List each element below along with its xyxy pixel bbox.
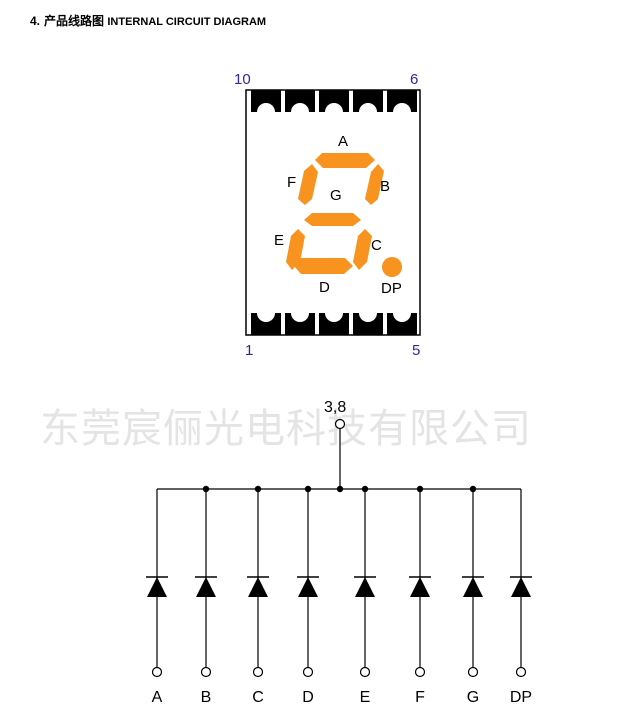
- package-pins-bottom: [251, 304, 417, 335]
- diode-b: [196, 577, 216, 597]
- diode-g: [463, 577, 483, 597]
- package-pin-top-5: [387, 90, 417, 121]
- bus-junction-d: [304, 485, 312, 493]
- terminal-d: [302, 666, 314, 678]
- diode-branch-e: E: [354, 485, 376, 706]
- pin-label-g: G: [467, 689, 479, 706]
- bus-junction-b: [202, 485, 210, 493]
- segment-a: [315, 153, 375, 168]
- segment-label-a: A: [338, 133, 348, 150]
- diode-dp: [511, 577, 531, 597]
- segment-d: [294, 258, 353, 274]
- diode-branches: A B C D E F G DP: [146, 485, 532, 706]
- common-junction: [336, 485, 344, 493]
- bus-junction-g: [469, 485, 477, 493]
- terminal-g: [467, 666, 479, 678]
- bus-junction-c: [254, 485, 262, 493]
- diode-branch-f: F: [409, 485, 431, 706]
- pin-label-1: 1: [245, 342, 253, 359]
- package-pin-top-4: [353, 90, 383, 121]
- terminal-c: [252, 666, 264, 678]
- segment-f: [298, 164, 318, 205]
- package-pin-bottom-5: [387, 304, 417, 335]
- segment-label-f: F: [287, 174, 296, 191]
- diode-branch-b: B: [195, 485, 217, 706]
- pin-label-b: B: [201, 689, 212, 706]
- terminal-a: [151, 666, 163, 678]
- diode-c: [248, 577, 268, 597]
- common-pin-label: 3,8: [324, 399, 346, 416]
- section-title-en: INTERNAL CIRCUIT DIAGRAM: [107, 16, 267, 28]
- diode-branch-d: D: [297, 485, 319, 706]
- terminal-e: [359, 666, 371, 678]
- section-heading: 4.产品线路图 INTERNAL CIRCUIT DIAGRAM: [30, 12, 266, 29]
- segment-label-dp: DP: [381, 280, 402, 297]
- segment-label-d: D: [319, 279, 330, 296]
- diode-branch-a: A: [146, 489, 168, 706]
- diode-a: [147, 577, 167, 597]
- pin-label-f: F: [415, 689, 425, 706]
- bus-junction-e: [361, 485, 369, 493]
- diode-branch-c: C: [247, 485, 269, 706]
- package-pin-top-1: [251, 90, 281, 121]
- common-terminal: [334, 418, 346, 430]
- package-pin-bottom-4: [353, 304, 383, 335]
- pin-label-dp: DP: [510, 689, 532, 706]
- segment-c: [353, 229, 372, 270]
- package-pin-top-2: [285, 90, 315, 121]
- pin-label-c: C: [252, 689, 264, 706]
- diode-f: [410, 577, 430, 597]
- company-watermark: 东莞宸俪光电科技有限公司: [40, 406, 532, 452]
- segment-dp: [382, 257, 402, 277]
- diode-branch-dp: DP: [510, 489, 532, 706]
- segment-b: [365, 164, 384, 205]
- section-number: 4.: [30, 14, 41, 28]
- segment-label-b: B: [380, 178, 390, 195]
- terminal-b: [200, 666, 212, 678]
- pin-label-10: 10: [234, 71, 251, 88]
- pin-label-6: 6: [410, 71, 418, 88]
- led-package: 10 6 1 5 A F B G E C D DP: [234, 71, 421, 359]
- package-body: [245, 89, 421, 336]
- segment-label-g: G: [330, 187, 342, 204]
- diode-e: [355, 577, 375, 597]
- pin-label-5: 5: [412, 342, 420, 359]
- diode-branch-g: G: [462, 485, 484, 706]
- segment-g: [304, 213, 361, 226]
- pin-label-d: D: [302, 689, 314, 706]
- segment-label-c: C: [371, 237, 382, 254]
- diode-d: [298, 577, 318, 597]
- package-pin-bottom-3: [319, 304, 349, 335]
- package-pin-bottom-2: [285, 304, 315, 335]
- package-pin-bottom-1: [251, 304, 281, 335]
- package-pin-top-3: [319, 90, 349, 121]
- terminal-dp: [515, 666, 527, 678]
- pin-label-a: A: [152, 689, 163, 706]
- section-title-cn: 产品线路图: [44, 14, 105, 28]
- bus-junction-f: [416, 485, 424, 493]
- terminal-f: [414, 666, 426, 678]
- package-pins-top: [251, 90, 417, 121]
- pin-label-e: E: [360, 689, 371, 706]
- schematic: 3,8 A B C D E F G DP: [146, 399, 532, 706]
- segment-label-e: E: [274, 232, 284, 249]
